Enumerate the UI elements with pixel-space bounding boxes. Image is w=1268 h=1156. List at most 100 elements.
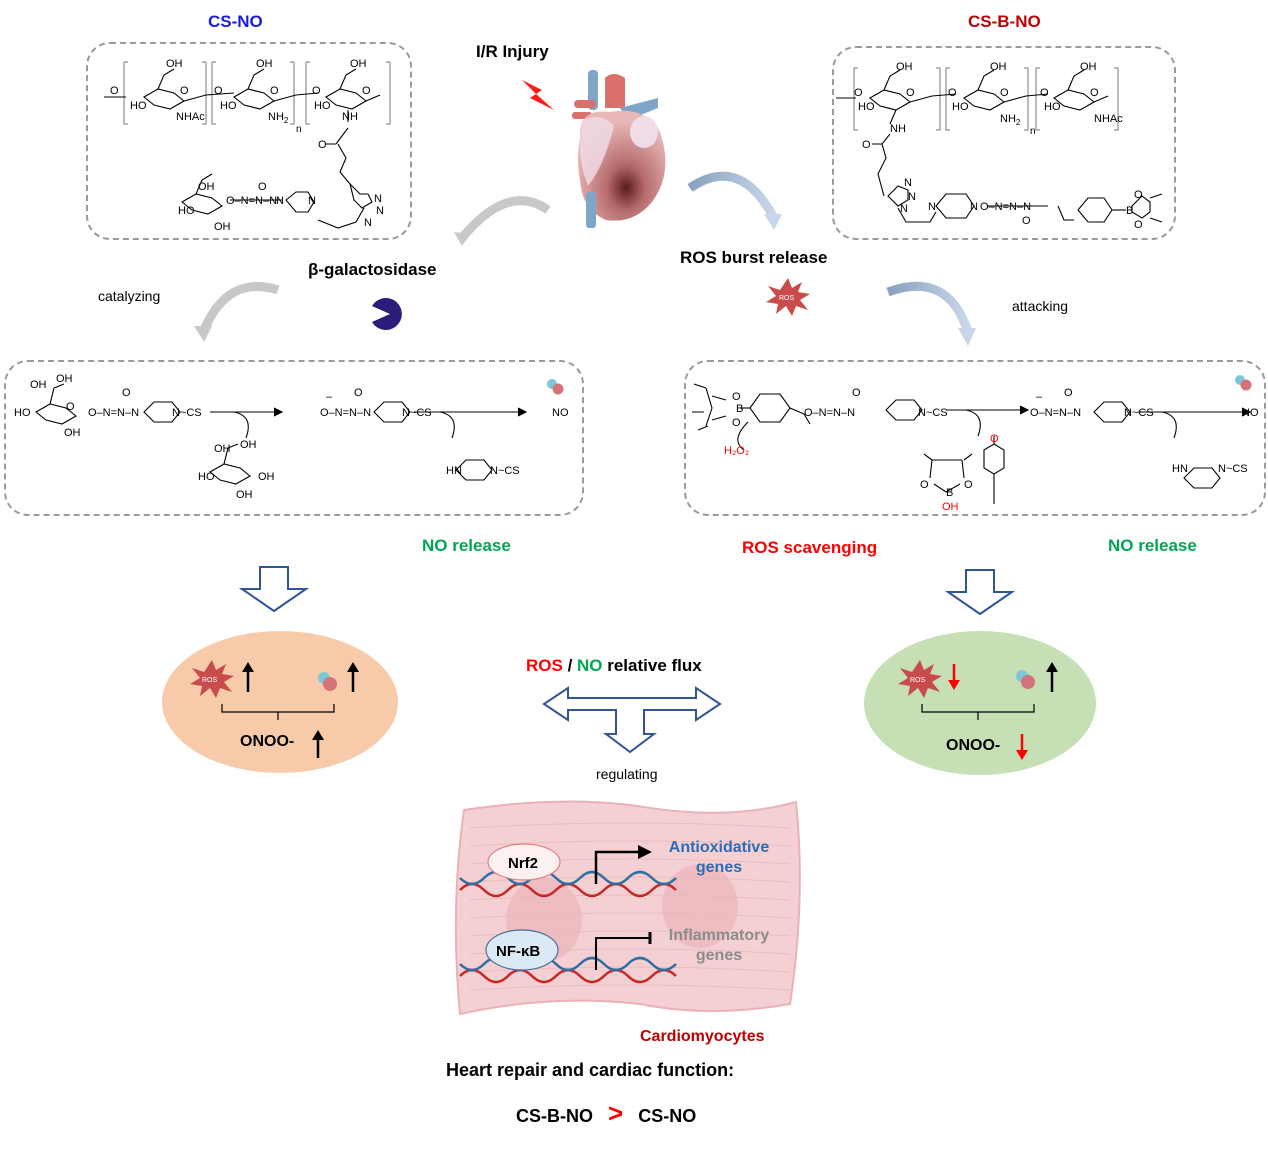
chem-text: N [904, 177, 912, 189]
chem-text: n [296, 124, 302, 135]
catalyzing-label: catalyzing [98, 288, 161, 304]
right-outcome-ellipse: ROS ONOO- [864, 631, 1096, 775]
conclusion-left: CS-B-NO [516, 1106, 593, 1126]
chem-text: OH [56, 373, 73, 385]
chem-text: HO [198, 471, 215, 483]
ros-badge-icon: ROS [190, 660, 234, 698]
chem-text: NH [890, 123, 906, 135]
right-mechanism-box [684, 360, 1266, 516]
chem-text: O [852, 387, 861, 399]
bracket [221, 704, 335, 720]
chem-text: O–N=N–N [88, 407, 139, 419]
inflammatory-line2: genes [695, 947, 743, 964]
arrow-up-icon [242, 662, 254, 692]
chem-text: O [214, 85, 223, 97]
chem-text: N~CS [402, 407, 432, 419]
cs-b-no-title: CS-B-NO [968, 12, 1041, 31]
cs-no-structure-box [86, 42, 412, 240]
chem-text: O [354, 387, 363, 399]
curved-arrow-blue-icon [687, 171, 782, 230]
chem-text: O [258, 181, 267, 193]
h2o2-text: H₂O₂ [724, 445, 749, 457]
chem-text: N [374, 193, 382, 205]
nfkb-label: NF-κB [496, 943, 540, 960]
chem-text: N~CS [172, 407, 202, 419]
flux-ros: ROS [526, 656, 563, 675]
right-no-release-label: NO release [1108, 536, 1197, 555]
enzyme-pacman-icon [372, 298, 402, 330]
cs-b-no-structure: O HO OH O NH O O HO OH O NH2 n O HO OH O… [836, 61, 1163, 231]
cardiomyocyte-cell: Nrf2 NF-κB [454, 800, 801, 1016]
chem-text: NHAc [1094, 113, 1123, 125]
chem-text: O–N=N–N [980, 201, 1031, 213]
ros-badge-text: ROS [202, 677, 218, 684]
chem-text: OH [1080, 61, 1097, 73]
antioxidative-genes-label: Antioxidative genes [654, 838, 784, 878]
chem-text: O [1090, 87, 1099, 99]
chem-text: OH [896, 61, 913, 73]
chem-text: N [900, 203, 908, 215]
no-molecule-icon [547, 379, 564, 395]
chem-text: OH [350, 58, 367, 70]
curved-arrow-catalyzing-icon [194, 282, 280, 342]
chem-text: O [66, 401, 75, 413]
chem-text: N [364, 217, 372, 229]
cs-no-title: CS-NO [208, 12, 263, 31]
activation-arrow-icon [594, 845, 652, 884]
attacking-label: attacking [1012, 298, 1069, 314]
chem-text: N~CS [918, 407, 948, 419]
chem-text: O [906, 87, 915, 99]
left-mechanism-box [4, 360, 584, 516]
chem-text: HO [858, 101, 875, 113]
chem-text: O [854, 87, 863, 99]
chem-text: O [1134, 219, 1143, 231]
chem-text: N~CS [1124, 407, 1154, 419]
chem-text: O [312, 85, 321, 97]
chem-text: NH [342, 111, 358, 123]
chem-text: B [1126, 205, 1133, 217]
no-molecule-icon [318, 672, 337, 691]
ros-badge-icon: ROS [766, 278, 810, 316]
flux-sep: / [562, 656, 578, 675]
no-product-text: NO [552, 407, 569, 419]
arrow-up-icon [347, 662, 359, 692]
lightning-icon [522, 80, 554, 110]
chem-text: HO [220, 100, 237, 112]
chem-text: O [862, 139, 871, 151]
cs-no-structure: O HO OH O NHAc O HO OH O NH2 n O HO OH O… [104, 58, 391, 233]
left-no-release-label: NO release [422, 536, 511, 555]
ros-badge-text: ROS [910, 677, 926, 684]
no-molecule-icon [1016, 670, 1035, 689]
arrow-up-icon [1046, 662, 1058, 692]
chem-text: N [908, 191, 916, 203]
conclusion-comparison: CS-B-NO > CS-NO [516, 1098, 696, 1129]
conclusion-heading: Heart repair and cardiac function: [446, 1060, 735, 1080]
chem-text: NHAc [176, 111, 205, 123]
regulating-label: regulating [596, 766, 658, 782]
chem-text: HN [446, 465, 462, 477]
chem-text: OH [990, 61, 1007, 73]
chem-text: O [990, 433, 999, 445]
chem-text: HO [14, 407, 31, 419]
cardiomyocytes-label: Cardiomyocytes [640, 1028, 765, 1045]
chem-text: OH [166, 58, 183, 70]
chem-text: OH [942, 501, 959, 513]
arrow-down-red-icon [1016, 734, 1028, 760]
enzyme-label: β-galactosidase [308, 260, 437, 279]
inhibition-bar-icon [595, 932, 652, 970]
bracket [921, 704, 1035, 720]
chem-text: O [948, 87, 957, 99]
chem-text: OH [30, 379, 47, 391]
chem-text: O [964, 479, 973, 491]
chem-text: B [946, 487, 953, 499]
greater-than-symbol: > [608, 1098, 624, 1128]
chem-text: N [970, 201, 978, 213]
nfkb-bubble [485, 929, 559, 971]
no-product-text: NO [1242, 407, 1259, 419]
no-molecule-icon [1235, 375, 1252, 391]
nrf2-label: Nrf2 [508, 855, 538, 872]
flux-rest: relative flux [602, 656, 702, 675]
ros-scavenging-label: ROS scavenging [742, 538, 878, 557]
chem-text: O–N=N–N [226, 195, 277, 207]
chem-text: OH [214, 221, 231, 233]
